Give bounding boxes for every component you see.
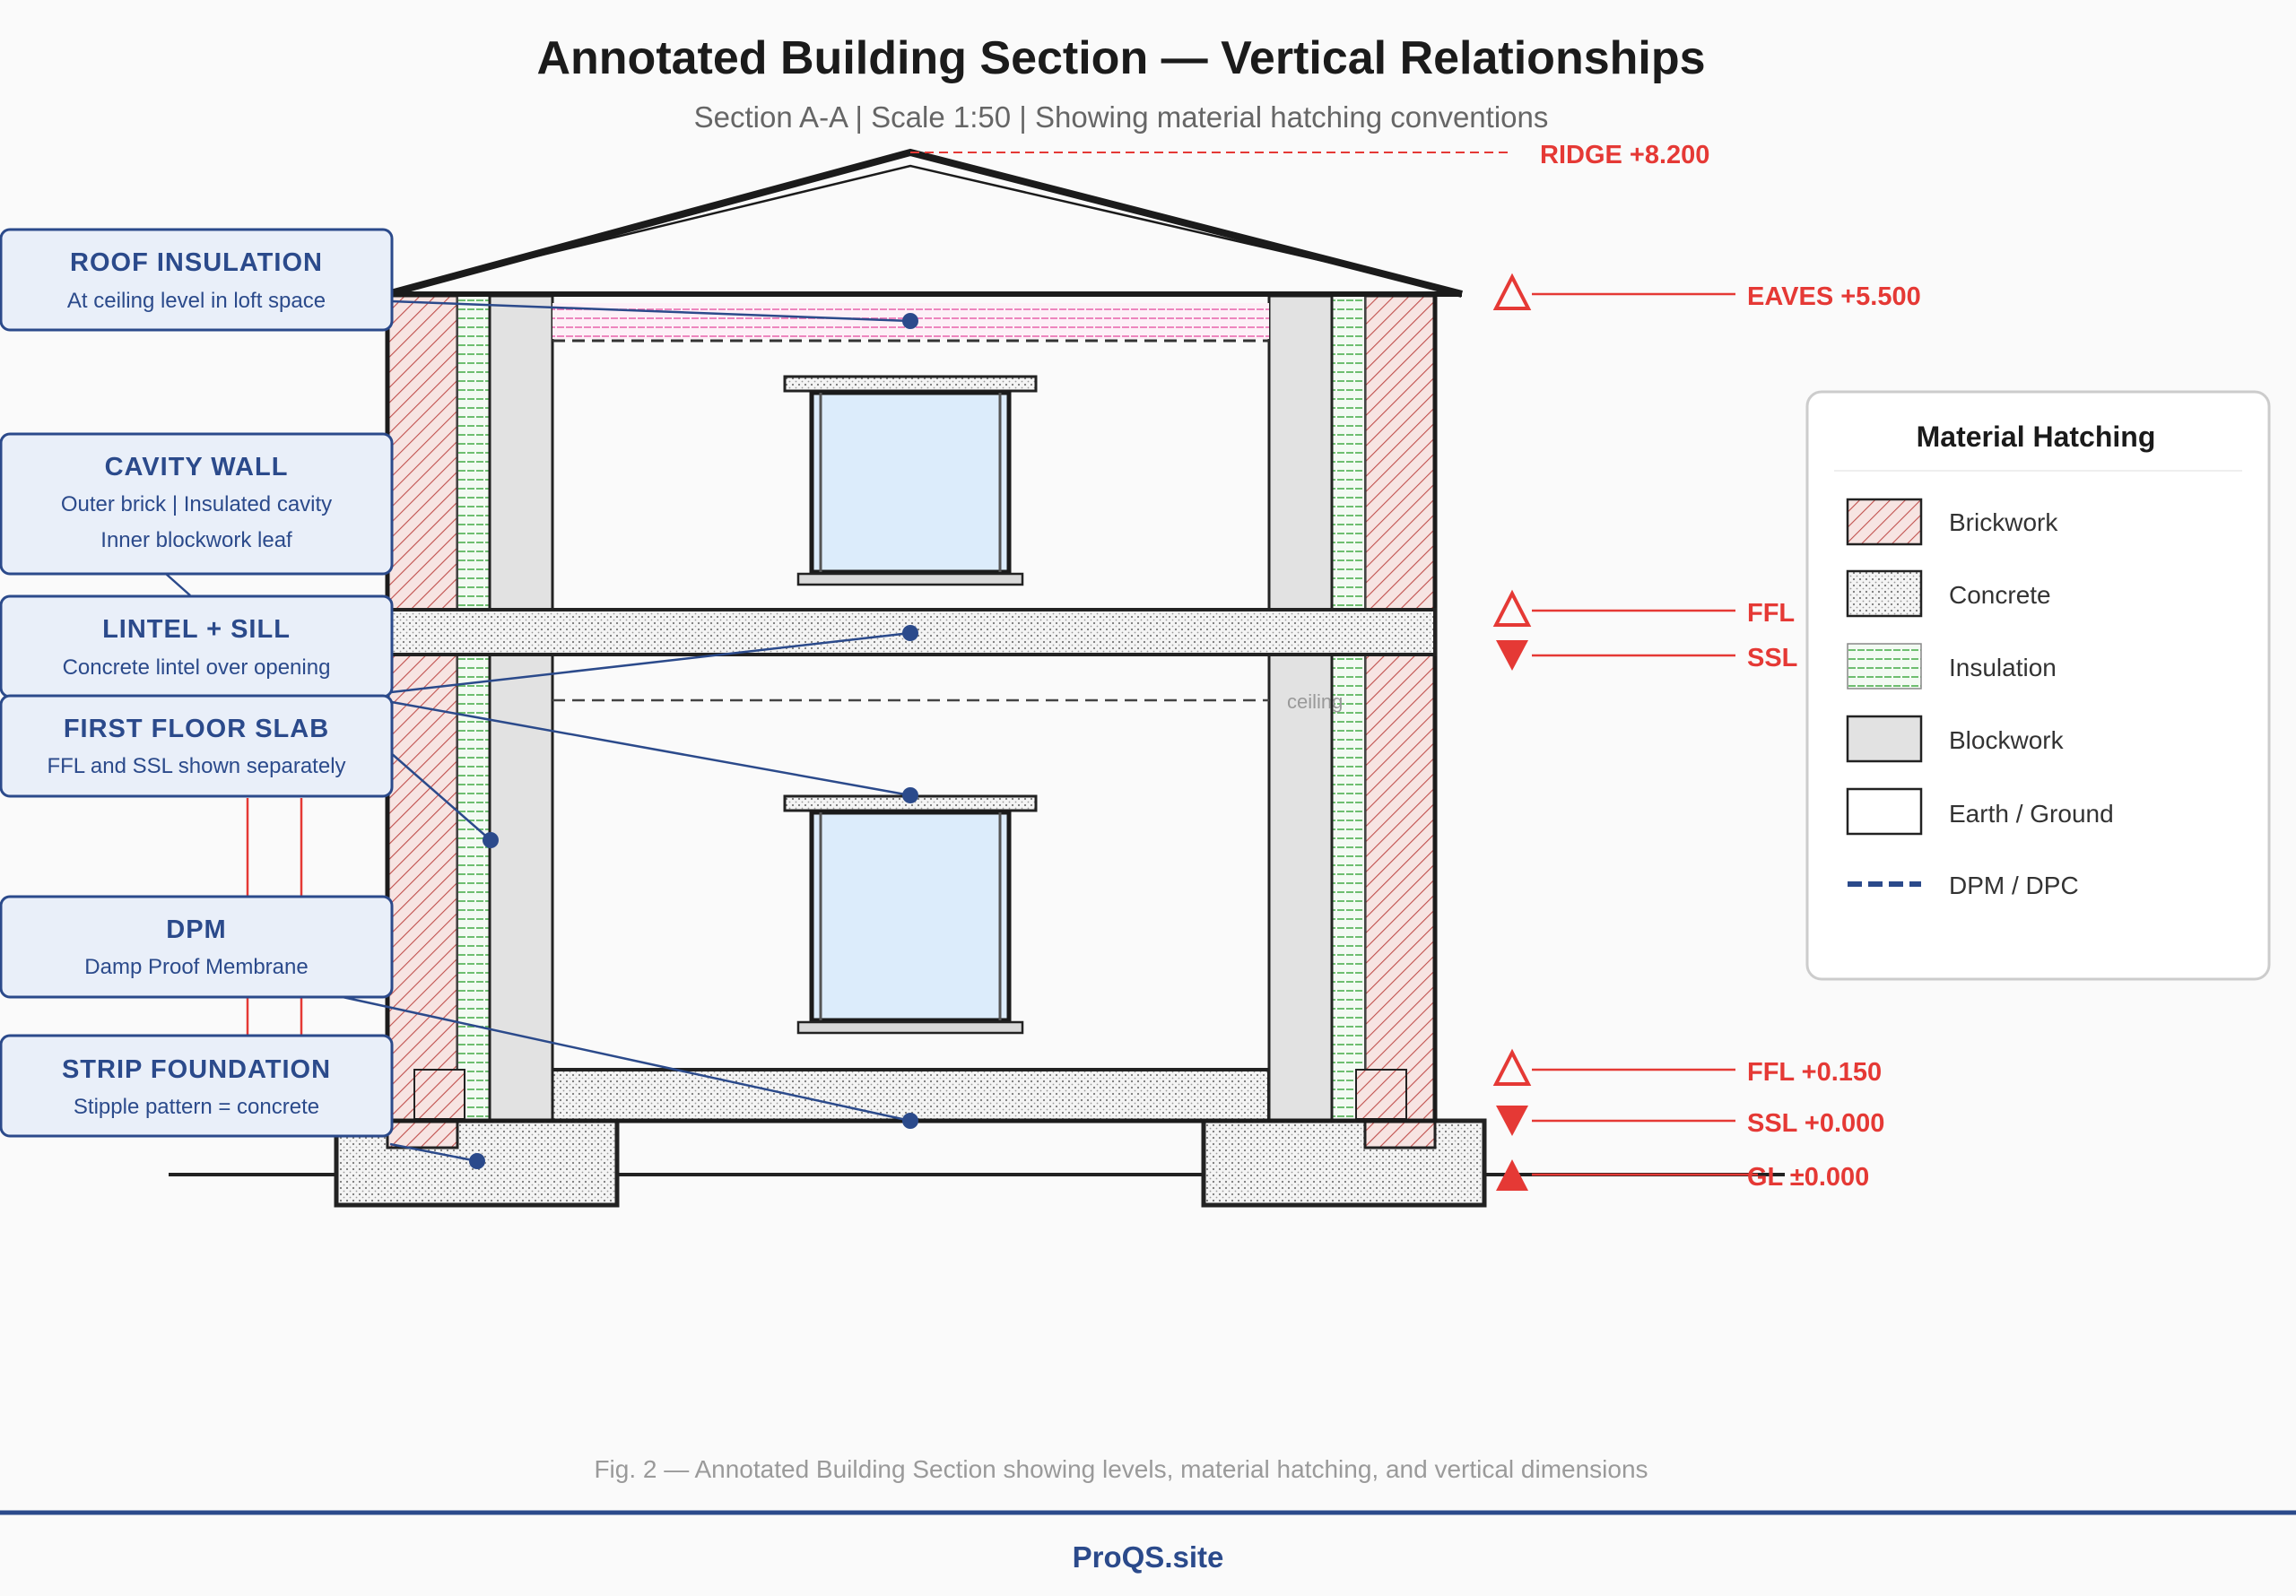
- callout-box: [0, 1034, 394, 1138]
- eaves-level-label: EAVES +5.500: [1747, 282, 1921, 311]
- callout-text: Outer brick | Insulated cavity: [61, 492, 332, 516]
- pin-lintel: [902, 787, 918, 803]
- ssl-upper-label: SSL: [1747, 644, 1797, 672]
- cavity-insulation-right: [1331, 295, 1366, 1122]
- callout-roof-insulation: ROOF INSULATION At ceiling level in loft…: [0, 228, 394, 332]
- callout-title: CAVITY WALL: [105, 453, 289, 481]
- callout-dpm: DPM Damp Proof Membrane: [0, 895, 394, 999]
- ssl-upper-marker: [1496, 640, 1528, 671]
- ground-window: [809, 810, 1012, 1023]
- legend-label: DPM / DPC: [1949, 872, 2079, 899]
- callout-box: [0, 594, 394, 698]
- callout-text: Stipple pattern = concrete: [74, 1095, 319, 1119]
- leader-roof-insulation: [390, 299, 911, 323]
- pin-strip-foundation: [469, 1153, 485, 1169]
- callout-text: Inner blockwork leaf: [100, 528, 292, 552]
- leader-pins: [469, 313, 918, 1169]
- roof-pitch-inner: [401, 164, 1445, 291]
- pin-roof-insulation: [902, 313, 918, 329]
- roof-pitch-outer: [386, 148, 1463, 298]
- callout-box: [0, 432, 394, 576]
- legend-label: Insulation: [1949, 654, 2057, 681]
- cavity-insulation-left: [457, 295, 491, 1122]
- callout-box: [0, 694, 394, 798]
- ground-sill: [796, 1020, 1024, 1035]
- gl-marker: [1496, 1159, 1528, 1191]
- legend-swatch-brick: [1846, 498, 1923, 546]
- callout-title: ROOF INSULATION: [70, 248, 323, 277]
- callout-title: DPM: [166, 915, 226, 944]
- leader-first-floor-slab: [376, 698, 911, 797]
- inner-blockwork-leaf-left: [488, 294, 554, 1123]
- ffl-upper-label: FFL: [1747, 599, 1795, 628]
- ffl-ground-marker: [1492, 1048, 1532, 1086]
- diagram-subtitle: Section A-A | Scale 1:50 | Showing mater…: [694, 100, 1549, 134]
- legend-swatch-block: [1846, 715, 1923, 763]
- legend-swatch-concrete: [1846, 569, 1923, 618]
- pin-first-floor-slab: [902, 625, 918, 641]
- leader-cavity-wall-pin: [390, 752, 491, 841]
- legend-swatch-earth: [1846, 787, 1923, 836]
- diagram-title: Annotated Building Section — Vertical Re…: [536, 32, 1705, 84]
- callout-title: STRIP FOUNDATION: [62, 1055, 331, 1084]
- leader-cavity-wall: [165, 573, 191, 596]
- legend-title: Material Hatching: [1917, 421, 2156, 453]
- leader-lintel-sill: [390, 631, 911, 694]
- callout-text: Concrete lintel over opening: [63, 655, 331, 680]
- pin-dpm: [902, 1113, 918, 1129]
- footer-site-link[interactable]: ProQS.site: [1073, 1540, 1224, 1574]
- gl-label: GL ±0.000: [1747, 1163, 1869, 1192]
- ssl-ground-marker: [1496, 1106, 1528, 1136]
- ffl-upper-marker: [1492, 589, 1532, 627]
- leader-strip-foundation: [389, 1142, 478, 1163]
- upper-lintel: [783, 375, 1038, 393]
- upper-sill: [796, 572, 1024, 586]
- legend-box: [1805, 390, 2271, 981]
- ffl-ground-label: FFL +0.150: [1747, 1058, 1882, 1087]
- ssl-ground-label: SSL +0.000: [1747, 1109, 1884, 1138]
- callout-first-floor-slab: FIRST FLOOR SLAB FFL and SSL shown separ…: [0, 694, 394, 798]
- callout-strip-foundation: STRIP FOUNDATION Stipple pattern = concr…: [0, 1034, 394, 1138]
- leader-dpm: [342, 995, 911, 1123]
- callout-box: [0, 228, 394, 332]
- callout-text: Damp Proof Membrane: [84, 955, 308, 979]
- ridge-level-label: RIDGE +8.200: [1540, 141, 1709, 169]
- legend-swatch-insulation: [1847, 643, 1922, 690]
- upper-window: [809, 390, 1012, 575]
- leader-lines: [165, 299, 911, 1163]
- dpc-brick-right: [1355, 1069, 1407, 1120]
- legend-label: Brickwork: [1949, 508, 2058, 536]
- ceiling-label: ceiling: [1287, 690, 1343, 713]
- callout-title: LINTEL + SILL: [102, 615, 291, 644]
- strip-foundation-right: [1201, 1118, 1487, 1208]
- callout-text: At ceiling level in loft space: [67, 289, 326, 313]
- callout-box: [0, 895, 394, 999]
- callout-title: FIRST FLOOR SLAB: [64, 715, 329, 743]
- figure-caption: Fig. 2 — Annotated Building Section show…: [594, 1455, 1648, 1483]
- legend: Material Hatching Brickwork Concrete Ins…: [1805, 390, 2271, 981]
- eaves-level-marker: [1492, 273, 1532, 310]
- callout-cavity-wall: CAVITY WALL Outer brick | Insulated cavi…: [0, 432, 394, 576]
- legend-label: Blockwork: [1949, 726, 2065, 754]
- callout-text: FFL and SSL shown separately: [47, 754, 345, 778]
- outer-brick-leaf-right: [1363, 294, 1437, 1149]
- callout-lintel-sill: LINTEL + SILL Concrete lintel over openi…: [0, 594, 394, 698]
- legend-label: Earth / Ground: [1949, 800, 2114, 828]
- dpc-brick-left: [413, 1069, 465, 1120]
- legend-label: Concrete: [1949, 581, 2051, 609]
- pin-cavity-wall: [483, 832, 499, 848]
